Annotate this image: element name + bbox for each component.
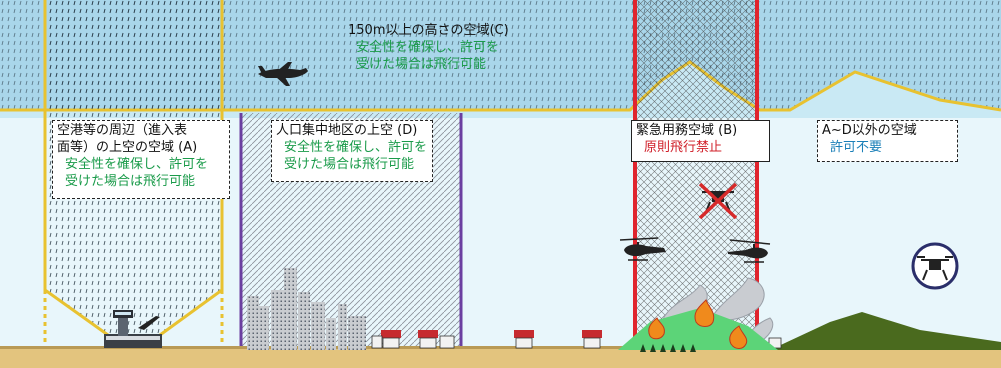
- drone-crossed-icon: [698, 182, 738, 220]
- airport-zone-title-line2: 面等）の上空の空域 (A): [57, 140, 198, 155]
- drone-allowed-icon: [911, 242, 959, 290]
- airport-zone-note-line2: 受けた場合は飛行可能: [65, 174, 196, 189]
- dense-area-note-line2: 受けた場合は飛行可能: [284, 157, 415, 172]
- other-airspace-label: A~D以外の空域 許可不要: [817, 120, 958, 162]
- house-icon: [371, 330, 782, 349]
- emergency-zone-label: 緊急用務空域 (B) 原則飛行禁止: [631, 120, 770, 162]
- helicopter-icon: [728, 239, 771, 263]
- helicopter-icon: [619, 237, 666, 261]
- ground: [0, 348, 1001, 368]
- other-airspace-title: A~D以外の空域: [822, 123, 917, 138]
- upper-airspace-note-line1: 安全性を確保し、許可を: [356, 40, 500, 55]
- upper-airspace-note-line2: 受けた場合は飛行可能: [356, 57, 487, 72]
- fire-icon: [648, 299, 748, 349]
- airport-zone-note-line1: 安全性を確保し、許可を: [65, 157, 209, 172]
- emergency-zone-title: 緊急用務空域 (B): [636, 123, 738, 138]
- airport-control-tower-icon: [104, 310, 162, 348]
- dense-area-title: 人口集中地区の上空 (D): [276, 123, 418, 138]
- airport-zone-title-line1: 空港等の周辺（進入表: [57, 123, 188, 138]
- airport-zone-label: 空港等の周辺（進入表 面等）の上空の空域 (A) 安全性を確保し、許可を 受けた…: [52, 120, 230, 199]
- other-airspace-note: 許可不要: [830, 140, 883, 155]
- upper-airspace-title: 150m以上の高さの空域(C): [348, 23, 509, 38]
- emergency-zone-note: 原則飛行禁止: [644, 140, 723, 155]
- dense-area-label: 人口集中地区の上空 (D) 安全性を確保し、許可を 受けた場合は飛行可能: [271, 120, 433, 182]
- hill: [770, 312, 1001, 350]
- upper-airspace-label: 150m以上の高さの空域(C) 安全性を確保し、許可を 受けた場合は飛行可能: [346, 22, 518, 73]
- airplane-icon: [258, 62, 308, 86]
- building-icon: [247, 268, 366, 350]
- dense-area-note-line1: 安全性を確保し、許可を: [284, 140, 428, 155]
